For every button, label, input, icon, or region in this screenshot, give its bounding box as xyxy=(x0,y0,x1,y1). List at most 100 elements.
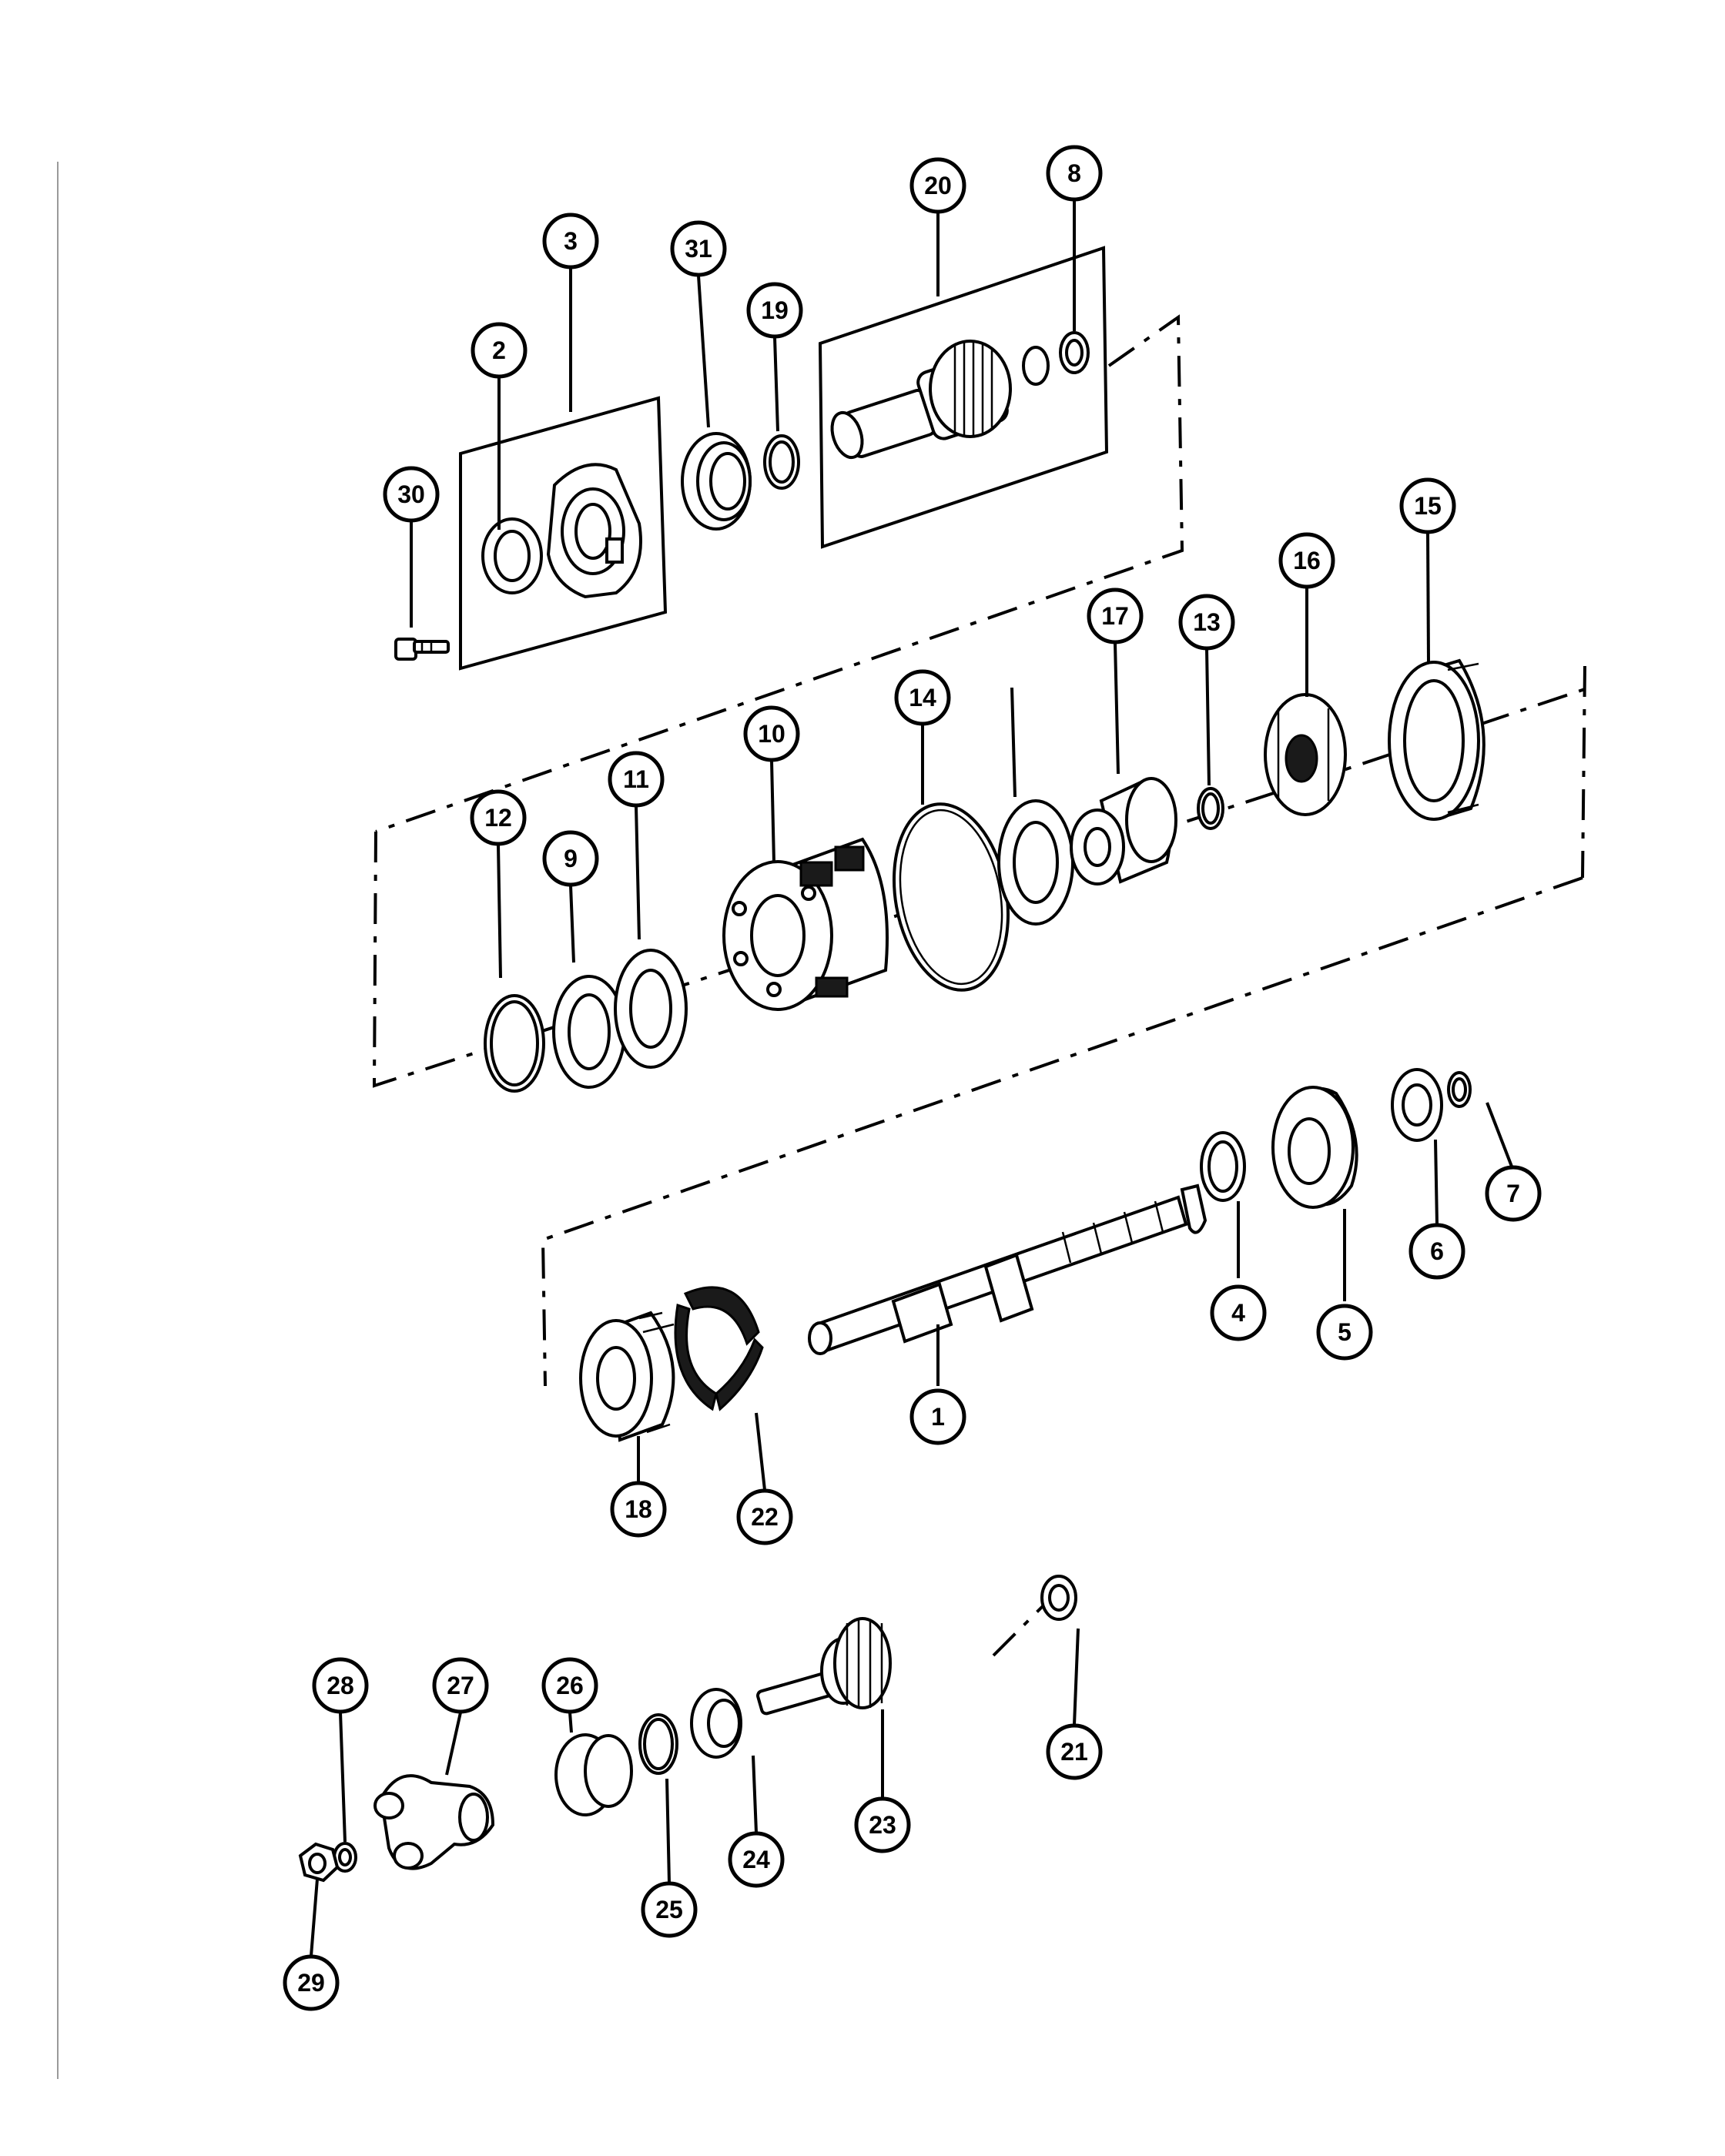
frame-group-3 xyxy=(459,396,668,671)
callout-7: 7 xyxy=(1485,1165,1542,1222)
callout-ring xyxy=(1046,145,1103,202)
part-8-pilot-bearing xyxy=(1022,331,1090,386)
part-26-seal xyxy=(554,1733,633,1816)
part-14-o-ring xyxy=(892,802,1010,992)
part-23-output-shaft xyxy=(756,1617,892,1716)
callout-ring xyxy=(1178,594,1235,651)
part-12-snap-ring xyxy=(484,994,545,1093)
callout-number: 4 xyxy=(1231,1299,1245,1327)
part-3-retainer xyxy=(546,463,642,599)
callout-21: 21 xyxy=(1046,1723,1103,1780)
callout-19: 19 xyxy=(746,282,803,339)
callout-ring xyxy=(743,705,800,762)
callout-11: 11 xyxy=(608,751,665,808)
callout-ring xyxy=(909,157,966,214)
callout-number: 20 xyxy=(924,172,952,199)
callout-28: 28 xyxy=(312,1657,369,1714)
phantom-line-right xyxy=(1581,665,1586,879)
callout-ring xyxy=(283,1954,340,2011)
callout-ring xyxy=(909,1388,966,1445)
callout-24: 24 xyxy=(728,1831,785,1888)
callout-ring xyxy=(1408,1223,1465,1280)
callout-number: 30 xyxy=(397,480,425,508)
callout-number: 19 xyxy=(761,296,789,324)
part-2-seal xyxy=(481,517,543,594)
part-6-bearing xyxy=(1391,1068,1443,1142)
callout-3: 3 xyxy=(542,213,599,270)
callout-ring xyxy=(894,669,951,726)
phantom-line-shaft xyxy=(992,1600,1049,1657)
callout-6: 6 xyxy=(1408,1223,1465,1280)
callout-9: 9 xyxy=(542,830,599,887)
callout-8: 8 xyxy=(1046,145,1103,202)
callout-number: 29 xyxy=(297,1969,325,1997)
callout-4: 4 xyxy=(1210,1284,1267,1341)
callout-number: 3 xyxy=(564,227,578,255)
part-31-bearing xyxy=(681,432,752,531)
callout-number: 17 xyxy=(1101,602,1129,630)
callout-23: 23 xyxy=(854,1796,911,1853)
phantom-line-lower xyxy=(541,876,1583,1387)
callout-number: 23 xyxy=(869,1811,896,1839)
callout-ring xyxy=(542,213,599,270)
part-24-bearing xyxy=(690,1688,742,1759)
callout-ring xyxy=(542,830,599,887)
callout-30: 30 xyxy=(383,466,440,523)
callout-number: 5 xyxy=(1338,1318,1352,1346)
callout-number: 22 xyxy=(751,1503,779,1531)
callout-number: 1 xyxy=(931,1403,945,1431)
callout-number: 8 xyxy=(1067,159,1081,187)
callout-number: 12 xyxy=(484,804,512,832)
callout-ring xyxy=(670,220,727,277)
part-4-spacer xyxy=(1200,1131,1246,1202)
callout-ring xyxy=(471,322,528,379)
callout-ring xyxy=(608,751,665,808)
callout-number: 6 xyxy=(1430,1237,1444,1265)
callout-20: 20 xyxy=(909,157,966,214)
callout-17: 17 xyxy=(1087,588,1144,644)
callout-number: 9 xyxy=(564,845,578,872)
callout-ring xyxy=(610,1481,667,1538)
part-20-input-gear xyxy=(830,340,1012,460)
part-19-snap-ring xyxy=(763,434,800,490)
callout-18: 18 xyxy=(610,1481,667,1538)
callout-ring xyxy=(1278,532,1335,589)
callout-number: 7 xyxy=(1506,1180,1520,1207)
callout-1: 1 xyxy=(909,1388,966,1445)
part-9-thrust-washer xyxy=(552,975,626,1089)
callout-ring xyxy=(854,1796,911,1853)
part-30-bolt xyxy=(394,638,450,661)
callout-number: 13 xyxy=(1193,608,1221,636)
callout-ring xyxy=(746,282,803,339)
callout-14: 14 xyxy=(894,669,951,726)
part-22-drive-chain xyxy=(674,1286,764,1411)
callout-number: 28 xyxy=(327,1672,354,1699)
callout-ring xyxy=(641,1881,698,1938)
callout-number: 2 xyxy=(492,336,506,364)
callout-15: 15 xyxy=(1399,477,1456,534)
callout-10: 10 xyxy=(743,705,800,762)
callout-ring xyxy=(1316,1304,1373,1361)
callout-12: 12 xyxy=(470,789,527,846)
callout-ring xyxy=(1046,1723,1103,1780)
part-7-snap-ring xyxy=(1447,1071,1472,1108)
callout-number: 14 xyxy=(909,684,936,711)
callout-number: 16 xyxy=(1293,547,1321,574)
callout-5: 5 xyxy=(1316,1304,1373,1361)
callout-number: 25 xyxy=(655,1896,683,1923)
callout-number: 15 xyxy=(1414,492,1442,520)
callout-13: 13 xyxy=(1178,594,1235,651)
part-11-thrust-plate-upper xyxy=(997,799,1074,926)
callout-ring xyxy=(541,1657,598,1714)
part-29-nut xyxy=(298,1842,340,1883)
callout-ring xyxy=(383,466,440,523)
callout-29: 29 xyxy=(283,1954,340,2011)
callout-25: 25 xyxy=(641,1881,698,1938)
part-18-drive-sprocket xyxy=(579,1311,675,1442)
part-27-yoke xyxy=(373,1774,495,1870)
callout-2: 2 xyxy=(471,322,528,379)
part-11-thrust-plate-lower xyxy=(614,949,688,1069)
callout-ring xyxy=(1399,477,1456,534)
callout-ring xyxy=(728,1831,785,1888)
